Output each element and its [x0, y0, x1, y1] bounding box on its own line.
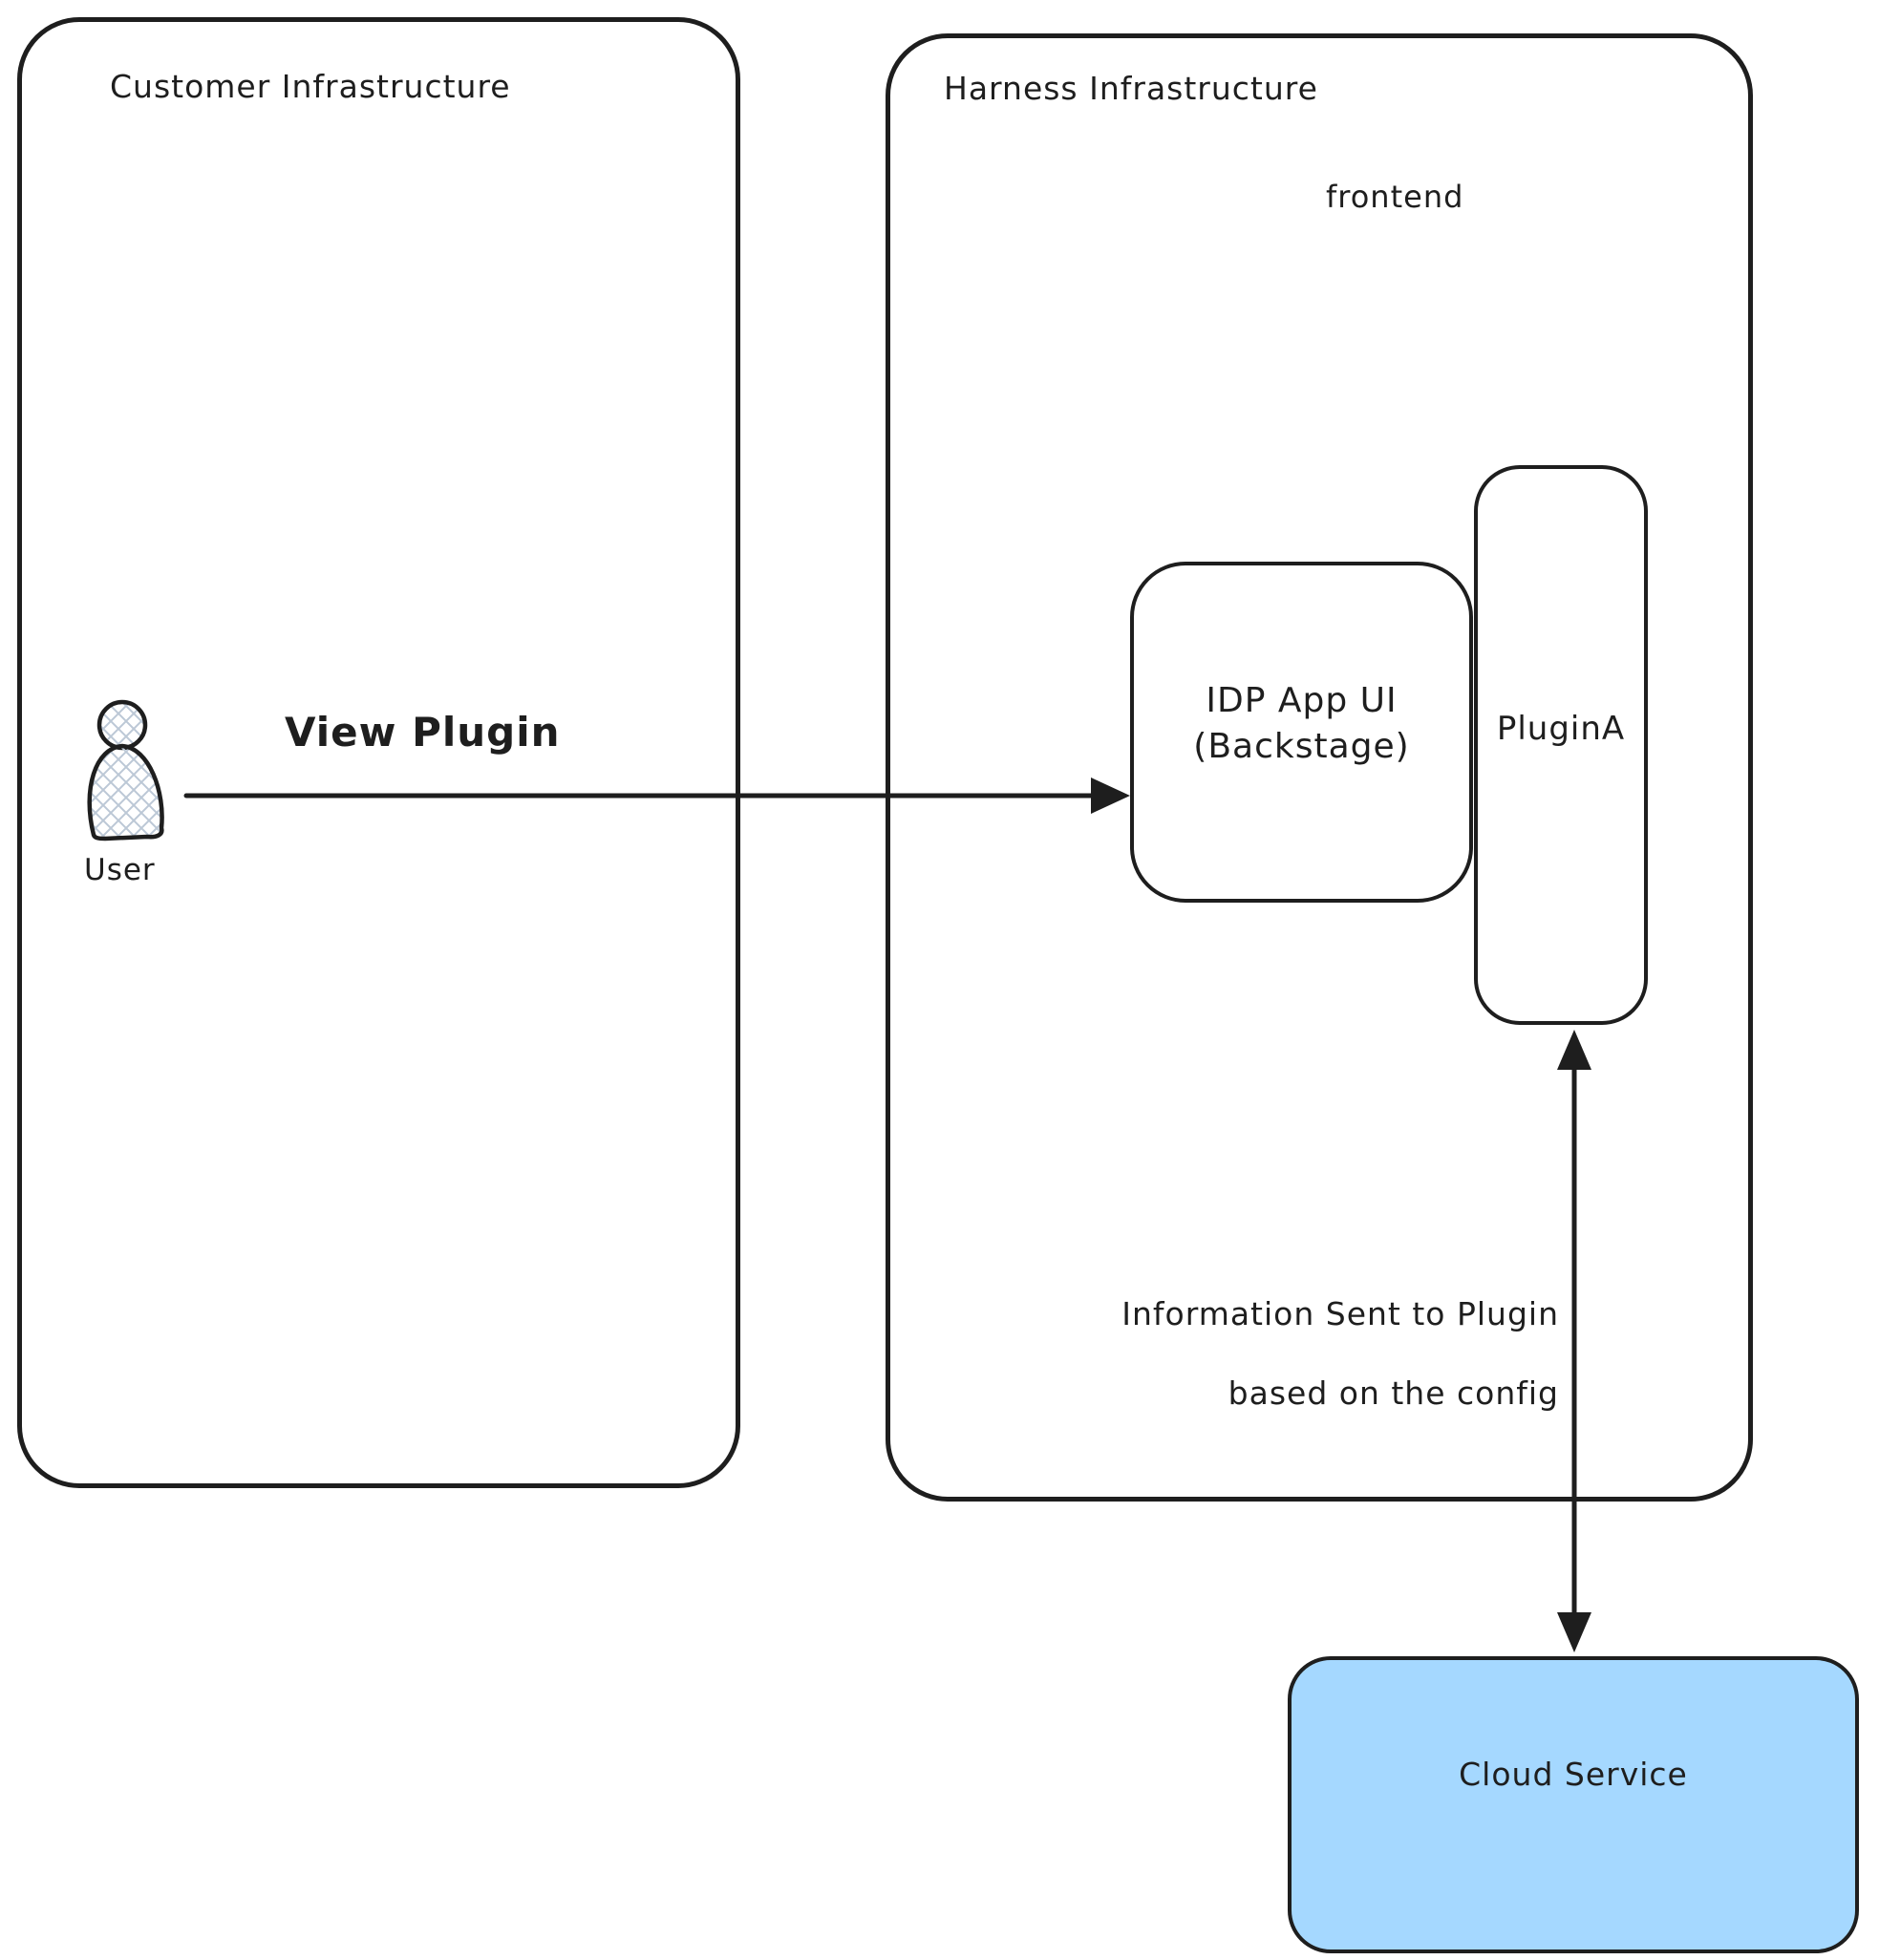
cloud-service-node: Cloud Service [1288, 1656, 1859, 1953]
frontend-label: frontend [1326, 179, 1464, 215]
harness-infrastructure-title: Harness Infrastructure [944, 70, 1318, 107]
cloud-service-label: Cloud Service [1459, 1756, 1688, 1793]
user-icon-head [96, 699, 148, 751]
user-icon-body [87, 743, 164, 842]
info-arrow-label-line1: Information Sent to Plugin [1121, 1295, 1559, 1332]
idp-app-ui-label: IDP App UI (Backstage) [1134, 678, 1469, 770]
plugin-a-node: PluginA [1474, 465, 1648, 1025]
user-label: User [84, 853, 156, 887]
user-icon [87, 699, 164, 842]
idp-app-ui-node: IDP App UI (Backstage) [1130, 562, 1473, 903]
info-arrow-label-line2: based on the config [1228, 1374, 1559, 1412]
info-arrow-label: Information Sent to Plugin based on the … [974, 1274, 1559, 1433]
plugin-a-label: PluginA [1496, 710, 1626, 748]
view-plugin-arrow-label: View Plugin [285, 709, 561, 756]
idp-app-ui-label-line1: IDP App UI [1206, 681, 1398, 720]
customer-infrastructure-title: Customer Infrastructure [110, 68, 511, 105]
idp-app-ui-label-line2: (Backstage) [1193, 727, 1410, 766]
